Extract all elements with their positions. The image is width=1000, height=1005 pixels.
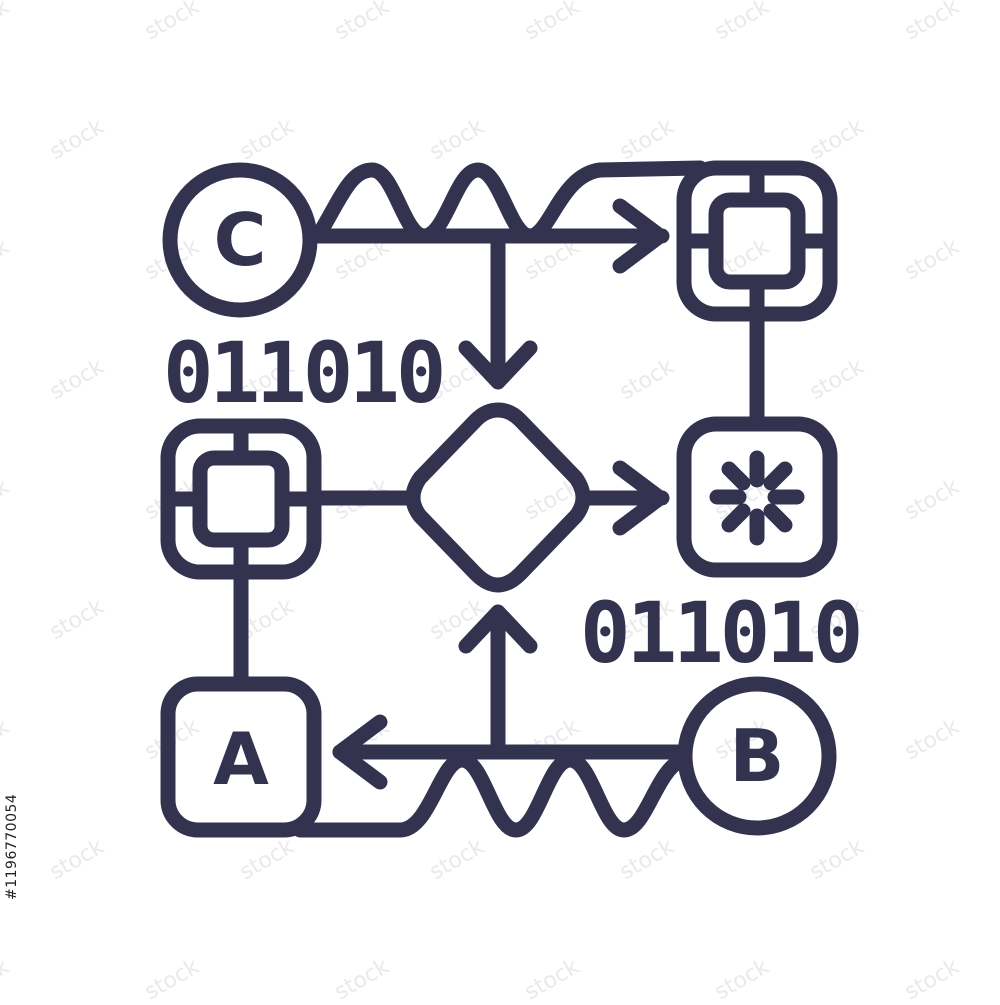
binary-right-text: 011010: [580, 584, 859, 682]
spinner-box-outline: [684, 424, 830, 570]
chip-left: [168, 426, 314, 572]
processor-chip-icon: [176, 434, 306, 564]
decision-diamond: [413, 410, 583, 585]
spinner-box: [684, 424, 830, 570]
node-c-label: C: [214, 198, 267, 282]
chip-inner: [716, 200, 798, 282]
stock-id-text: #1196770054: [4, 760, 28, 900]
node-b: B: [685, 684, 829, 828]
loading-spinner-icon: [717, 458, 797, 538]
processor-chip-icon: [692, 176, 822, 306]
node-b-label: B: [730, 714, 785, 798]
chip-top-right: [684, 168, 830, 314]
node-a-label: A: [213, 717, 269, 801]
binary-top-text: 011010: [163, 324, 442, 422]
node-c: C: [170, 170, 310, 310]
chip-inner: [200, 458, 282, 540]
node-a: A: [168, 684, 314, 830]
